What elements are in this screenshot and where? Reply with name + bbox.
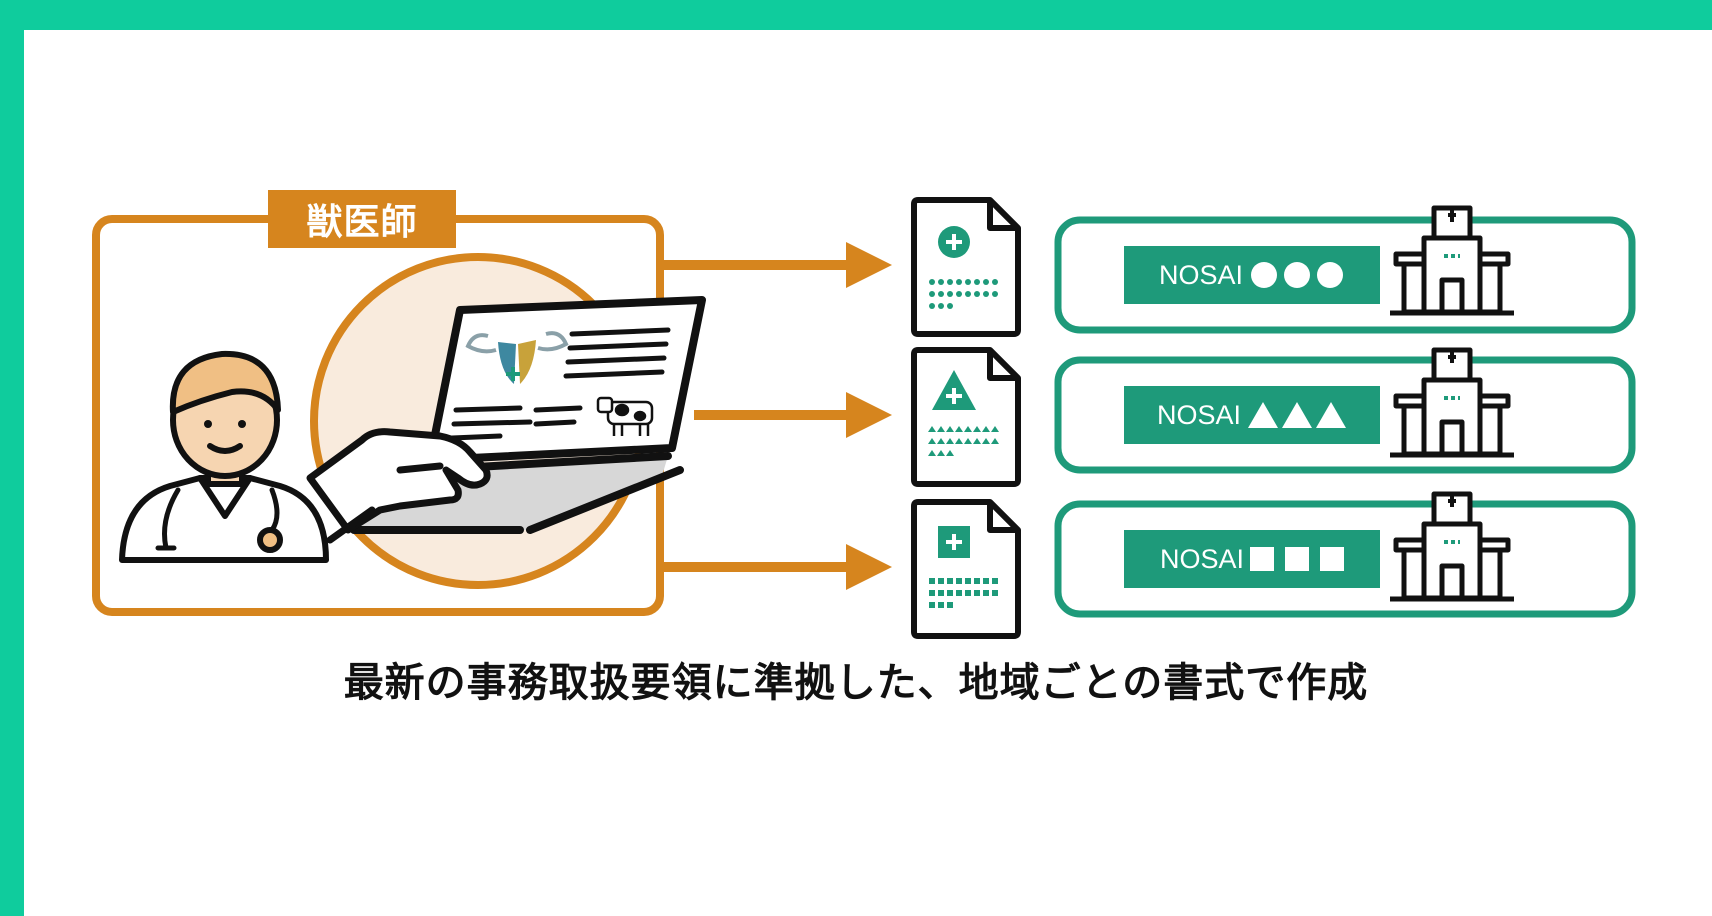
office-panel-1 [1054,216,1636,334]
office-building-1-icon [1390,205,1514,316]
laptop-icon [350,296,706,534]
arrow-to-office-1 [660,242,892,288]
cow-icon [596,396,654,436]
circle-marks-icon [1251,262,1344,288]
arrow-to-office-2 [694,392,892,438]
vet-label-tag [268,190,456,248]
office-name-2: NOSAI [1124,386,1380,444]
office-name-1: NOSAI [1124,246,1380,304]
office-building-3-icon [1390,491,1514,602]
office-panel-3 [1054,500,1636,618]
hand-icon [306,428,491,544]
vet-label: 獣医師 [306,202,418,243]
square-marks-icon [1250,547,1345,571]
office-name-3: NOSAI [1124,530,1380,588]
cow-logo-icon [465,331,569,384]
caption: 最新の事務取扱要領に準拠した、地域ごとの書式で作成 [343,660,1369,706]
office-name-text: NOSAI [1156,399,1242,430]
triangle-marks-icon [1248,402,1347,428]
document-2-icon [911,347,1021,487]
office-name-text: NOSAI [1159,543,1245,574]
office-building-2-icon [1390,347,1514,458]
document-1-icon [911,197,1021,337]
office-panel-2 [1054,356,1636,474]
doctor-icon [119,350,329,563]
document-3-icon [911,499,1021,639]
arrow-to-office-3 [660,544,892,590]
office-name-text: NOSAI [1158,259,1244,290]
